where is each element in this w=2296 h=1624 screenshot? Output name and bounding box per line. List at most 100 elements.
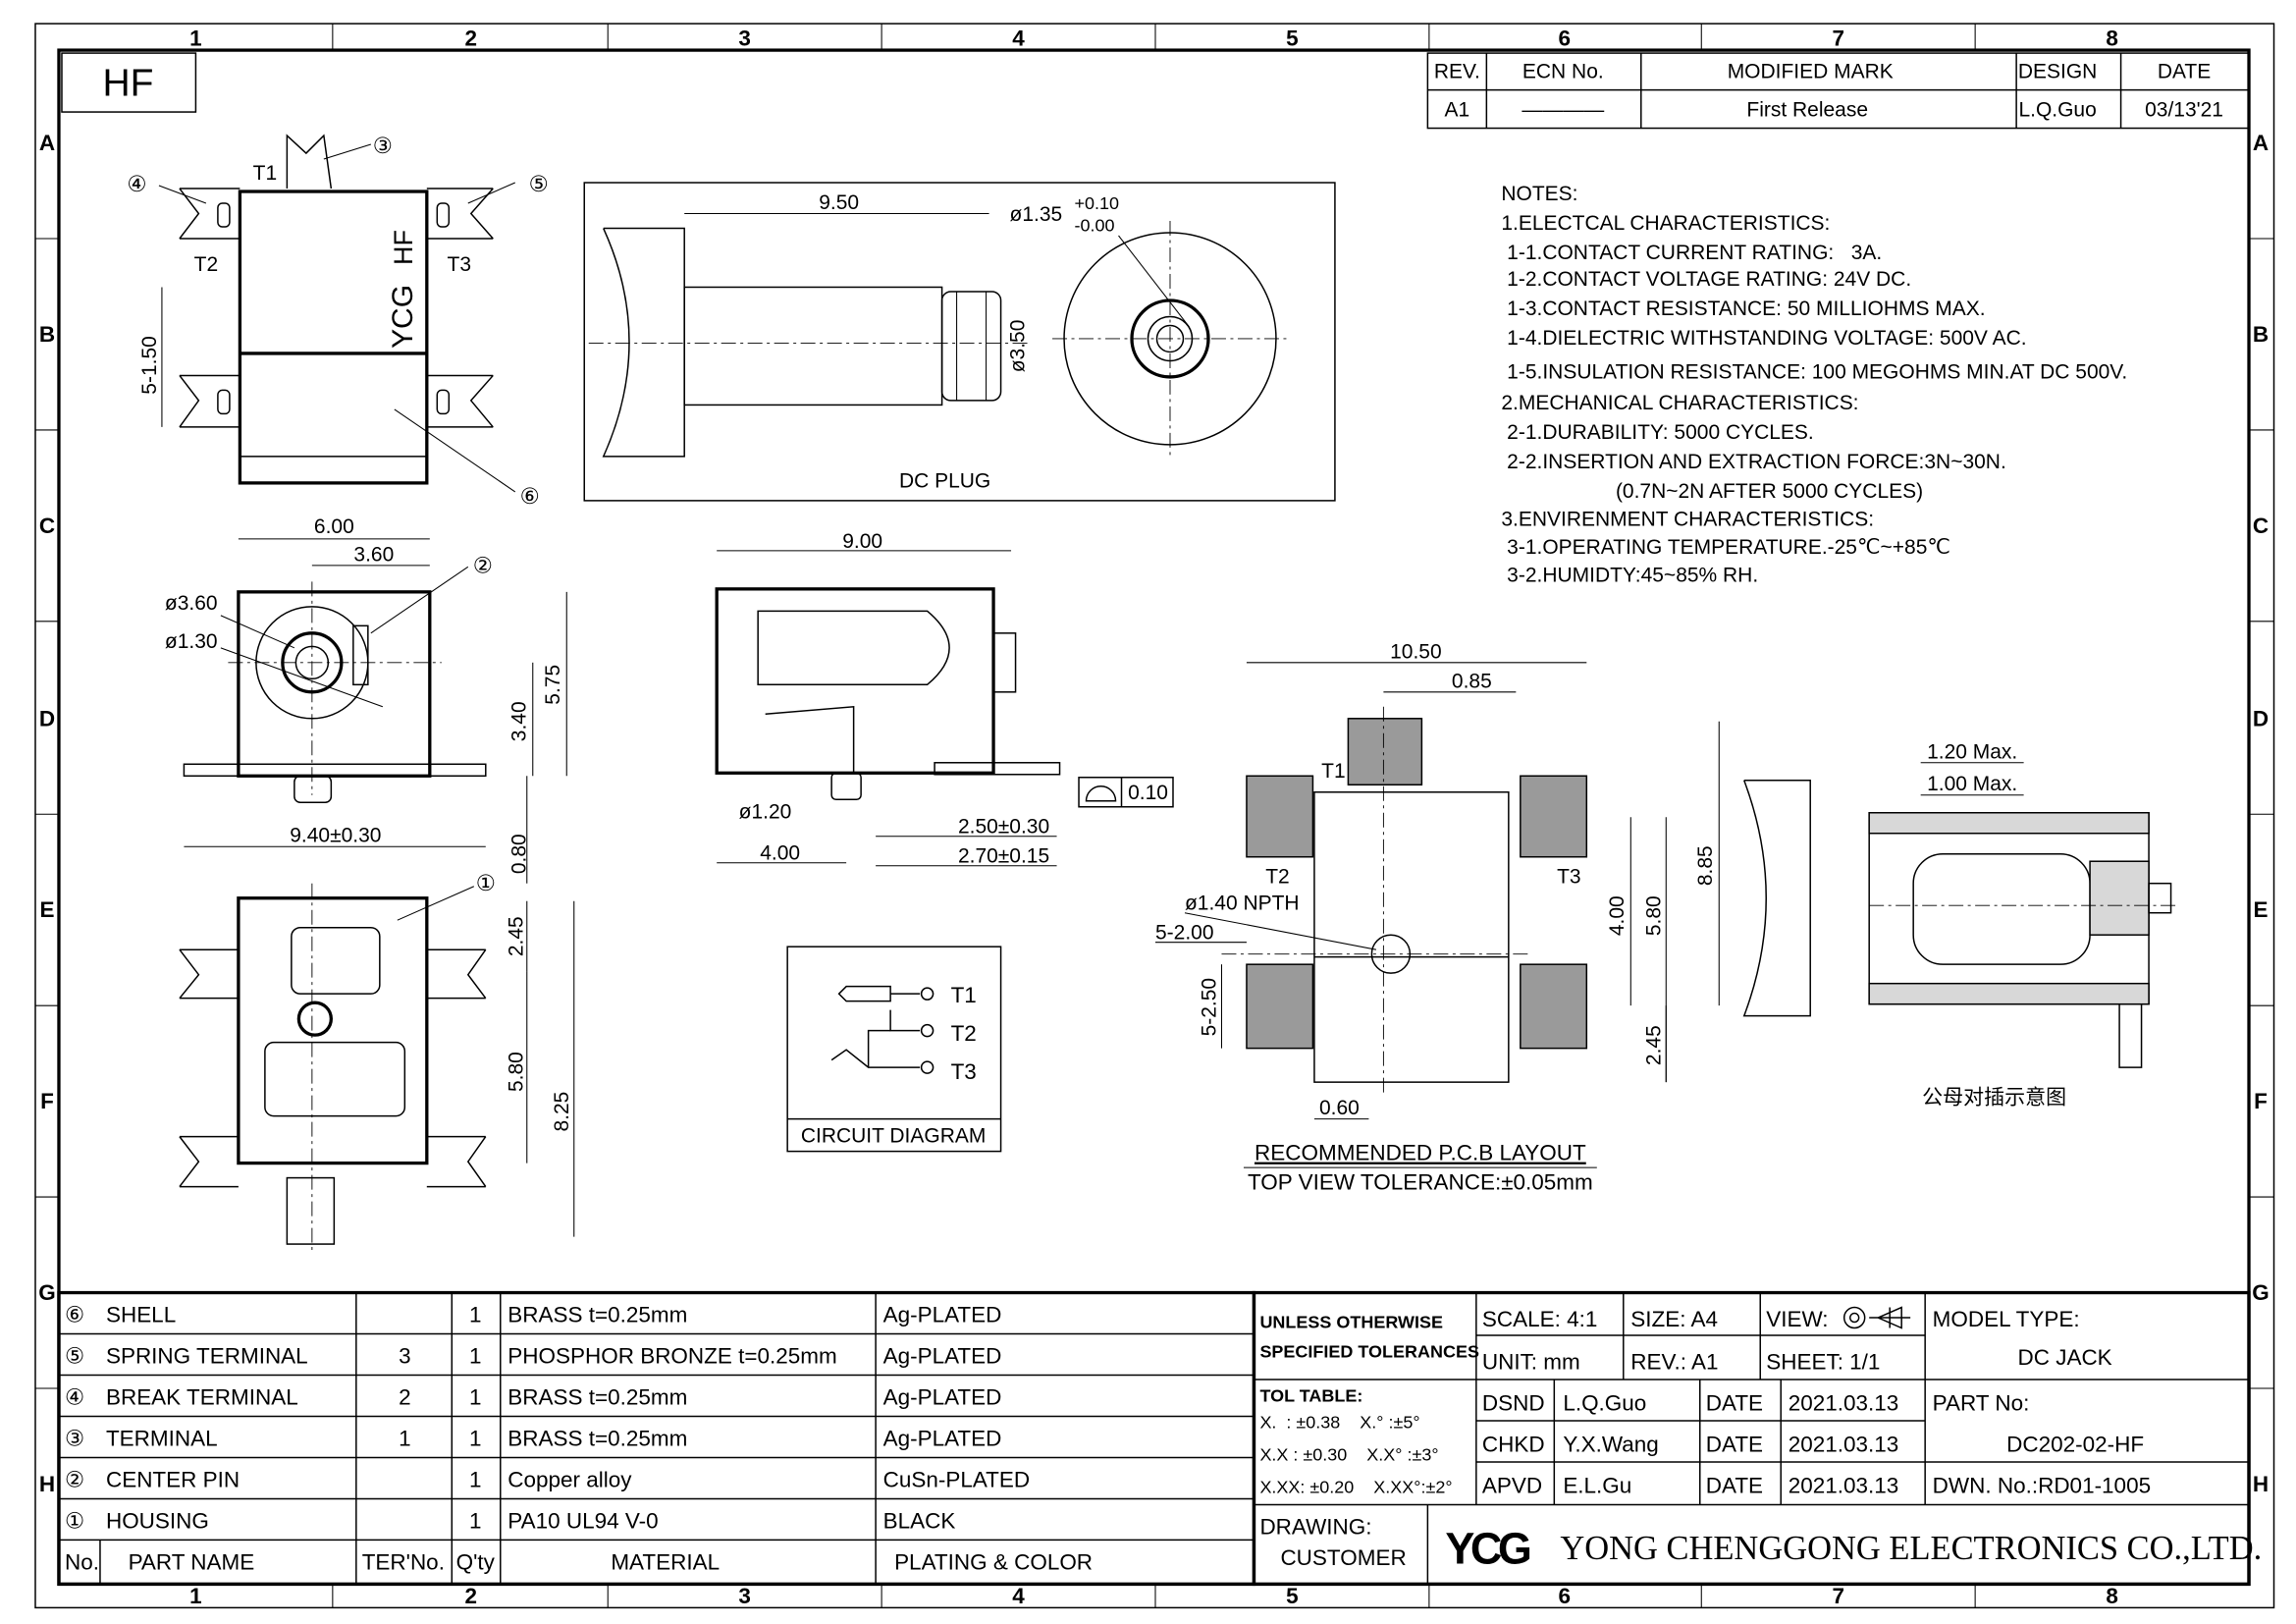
bom-header: TER'No. xyxy=(362,1549,445,1574)
bom-material: PA10 UL94 V-0 xyxy=(507,1508,658,1533)
apvd-name: E.L.Gu xyxy=(1563,1473,1631,1497)
note-line: 3.ENVIRENMENT CHARACTERISTICS: xyxy=(1501,508,1874,530)
circuit-label: CIRCUIT DIAGRAM xyxy=(801,1125,986,1148)
chkd-name: Y.X.Wang xyxy=(1563,1432,1659,1456)
bom-no: ① xyxy=(65,1508,84,1533)
dim-front-dia-outer: ø3.60 xyxy=(165,592,218,615)
note-line: 2-1.DURABILITY: 5000 CYCLES. xyxy=(1501,421,1813,444)
customer-label: CUSTOMER xyxy=(1280,1545,1406,1570)
bom-material: BRASS t=0.25mm xyxy=(507,1384,687,1409)
model-type-label: MODEL TYPE: xyxy=(1933,1307,2080,1331)
bom-name: CENTER PIN xyxy=(106,1467,240,1491)
label-t2: T2 xyxy=(194,253,219,276)
circuit-diagram: T1 T2 T3 CIRCUIT DIAGRAM xyxy=(786,946,1002,1153)
bom-table: ⑥ SHELL 1 BRASS t=0.25mm Ag-PLATED ⑤ SPR… xyxy=(57,1290,1256,1587)
dim-pcb-slot2: 5-2.50 xyxy=(1198,978,1220,1037)
bom-plating: Ag-PLATED xyxy=(883,1344,1002,1369)
grid-row: E xyxy=(39,897,54,922)
dim-side-2.50: 2.50±0.30 xyxy=(958,816,1049,839)
date-label: DATE xyxy=(1706,1432,1763,1456)
balloon-3: ③ xyxy=(373,134,393,158)
bom-material: BRASS t=0.25mm xyxy=(507,1426,687,1450)
balloon-2: ② xyxy=(473,553,493,577)
date-label: DATE xyxy=(1706,1390,1763,1415)
apvd-label: APVD xyxy=(1482,1473,1542,1497)
note-line: (0.7N~2N AFTER 5000 CYCLES) xyxy=(1501,480,1923,503)
note-line: 3-2.HUMIDTY:45~85% RH. xyxy=(1501,564,1758,586)
bom-ter: 1 xyxy=(399,1426,411,1450)
tol-row: X. : ±0.38 X.° :±5° xyxy=(1259,1412,1419,1432)
bom-header: No. xyxy=(65,1549,99,1574)
dim-plug-dia2: ø3.50 xyxy=(1007,320,1030,373)
dim-5-1.50: 5-1.50 xyxy=(138,336,161,395)
bom-name: SHELL xyxy=(106,1303,176,1327)
chkd-date: 2021.03.13 xyxy=(1789,1432,1899,1456)
grid-col: 8 xyxy=(2106,1584,2118,1608)
dc-plug-label: DC PLUG xyxy=(899,469,990,492)
balloon-4: ④ xyxy=(127,172,146,196)
bom-no: ③ xyxy=(65,1426,84,1450)
mating-diagram: 1.20 Max. 1.00 Max. 公母对插示意图 xyxy=(1742,740,2179,1110)
dim-bottom-2.45: 2.45 xyxy=(505,916,527,956)
dim-side-4: 4.00 xyxy=(760,842,800,865)
note-line: 1-5.INSULATION RESISTANCE: 100 MEGOHMS M… xyxy=(1501,360,2127,383)
note-line: 1-3.CONTACT RESISTANCE: 50 MILLIOHMS MAX… xyxy=(1501,298,1985,320)
grid-row: F xyxy=(40,1089,54,1113)
grid-row: C xyxy=(2253,514,2269,538)
dim-pcb-4.00: 4.00 xyxy=(1606,895,1629,936)
top-view: 5-1.50 T1 T2 T3 YCG HF ③ ④ ⑤ ⑥ xyxy=(127,134,548,509)
dim-front-h1: 5.75 xyxy=(542,665,564,705)
label-t1: T1 xyxy=(253,162,278,185)
rev-header: REV. xyxy=(1434,61,1480,83)
grid-row: D xyxy=(39,706,55,731)
note-line: 1-2.CONTACT VOLTAGE RATING: 24V DC. xyxy=(1501,268,1911,291)
rev-mark: First Release xyxy=(1746,99,1868,122)
bom-plating: BLACK xyxy=(883,1508,956,1533)
rev-header: MODIFIED MARK xyxy=(1728,61,1894,83)
rev-date: 03/13'21 xyxy=(2145,99,2223,122)
grid-row: E xyxy=(2254,897,2269,922)
balloon-1: ① xyxy=(476,871,496,895)
grid-col: 6 xyxy=(1559,27,1572,51)
tol-specified: SPECIFIED TOLERANCES xyxy=(1259,1342,1479,1362)
model-type: DC JACK xyxy=(2017,1345,2111,1370)
dim-pcb-2.45: 2.45 xyxy=(1642,1025,1665,1065)
bom-plating: CuSn-PLATED xyxy=(883,1467,1031,1491)
drawing-label: DRAWING: xyxy=(1259,1514,1371,1539)
bottom-view: 2.45 5.80 8.25 ① xyxy=(179,871,575,1252)
rev-header: DATE xyxy=(2158,61,2211,83)
tol-row: X.XX: ±0.20 X.XX°:±2° xyxy=(1259,1477,1452,1496)
apvd-date: 2021.03.13 xyxy=(1789,1473,1899,1497)
note-line: 1.ELECTCAL CHARACTERISTICS: xyxy=(1501,212,1830,235)
grid-col: 3 xyxy=(738,1584,751,1608)
grid-row: B xyxy=(2253,322,2269,347)
pcb-layout-title: RECOMMENDED P.C.B LAYOUT xyxy=(1255,1141,1586,1165)
dim-pcb-5.80: 5.80 xyxy=(1642,895,1665,936)
dim-front-width: 6.00 xyxy=(314,515,354,538)
bom-qty: 1 xyxy=(469,1384,482,1409)
projection-symbol-icon xyxy=(1842,1306,1911,1329)
bom-header: PART NAME xyxy=(129,1549,255,1574)
hf-label: HF xyxy=(102,63,153,105)
bom-ter: 3 xyxy=(399,1344,411,1369)
grid-row: D xyxy=(2253,706,2269,731)
dim-front-dia-inner: ø1.30 xyxy=(165,630,218,653)
company-logo: YCG xyxy=(1445,1523,1529,1573)
grid-col: 1 xyxy=(189,27,202,51)
grid-row: A xyxy=(2253,131,2269,155)
flatness-tolerance: 0.10 xyxy=(1128,782,1168,804)
dim-front-half: 3.60 xyxy=(353,543,394,566)
bom-qty: 1 xyxy=(469,1426,482,1450)
dim-side-pin: ø1.20 xyxy=(739,801,792,824)
circuit-t2: T2 xyxy=(951,1021,977,1046)
grid-col: 7 xyxy=(1832,27,1844,51)
dim-pcb-slot1: 5-2.00 xyxy=(1155,922,1214,945)
dim-side-length: 9.00 xyxy=(842,530,882,553)
dim-pcb-0.60: 0.60 xyxy=(1319,1097,1360,1119)
pcb-tolerance: TOP VIEW TOLERANCE:±0.05mm xyxy=(1248,1170,1593,1195)
hf-box xyxy=(61,52,197,113)
tol-row: X.X : ±0.30 X.X° :±3° xyxy=(1259,1444,1438,1464)
note-line: 3-1.OPERATING TEMPERATURE.-25℃~+85℃ xyxy=(1501,536,1950,559)
label-t3: T3 xyxy=(448,253,471,276)
